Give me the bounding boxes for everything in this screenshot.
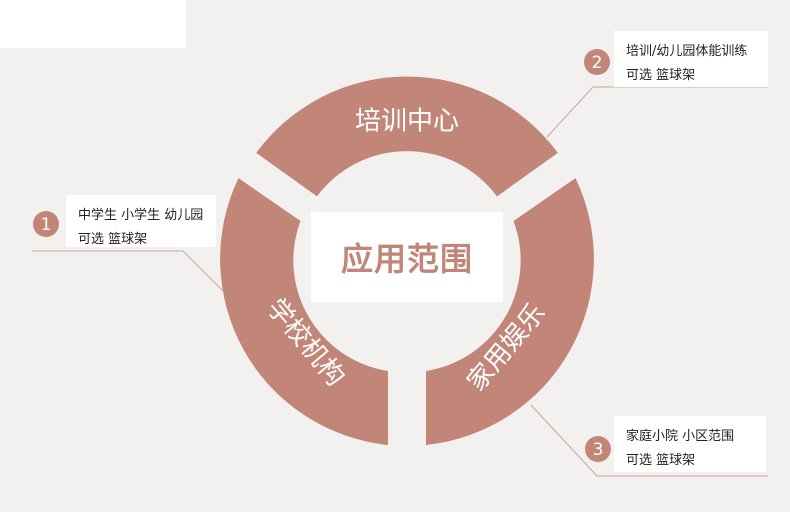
badge-3: 3: [585, 436, 611, 462]
top-white-panel: [0, 0, 186, 48]
callout-box-2: 培训/幼儿园体能训练 可选 篮球架: [614, 31, 768, 87]
callout-3-line-2: 可选 篮球架: [626, 453, 696, 468]
leader-line-2: [546, 86, 768, 138]
svg-text:2: 2: [592, 53, 603, 73]
callout-box-3: 家庭小院 小区范围 可选 篮球架: [614, 416, 766, 472]
ring-segment-school: [220, 178, 388, 445]
badge-2: 2: [584, 49, 610, 75]
callout-2-line-2: 可选 篮球架: [626, 68, 696, 83]
center-label-box: 应用范围: [311, 212, 503, 302]
ring-segment-home: [426, 178, 594, 445]
leader-line-1: [32, 250, 225, 293]
ring-segment-training-center: [256, 76, 558, 197]
badge-1: 1: [33, 211, 59, 237]
callout-box-1: 中学生 小学生 幼儿园 可选 篮球架: [66, 195, 216, 247]
segment-label-training: 培训中心: [355, 107, 459, 137]
callout-1-line-1: 中学生 小学生 幼儿园: [78, 208, 204, 223]
callout-2-line-1: 培训/幼儿园体能训练: [626, 44, 748, 59]
center-title: 应用范围: [340, 240, 473, 278]
leader-line-3: [530, 404, 768, 477]
svg-text:3: 3: [593, 440, 604, 460]
callout-3-line-1: 家庭小院 小区范围: [626, 429, 735, 444]
callout-1-line-2: 可选 篮球架: [78, 232, 148, 247]
svg-text:1: 1: [41, 215, 52, 235]
